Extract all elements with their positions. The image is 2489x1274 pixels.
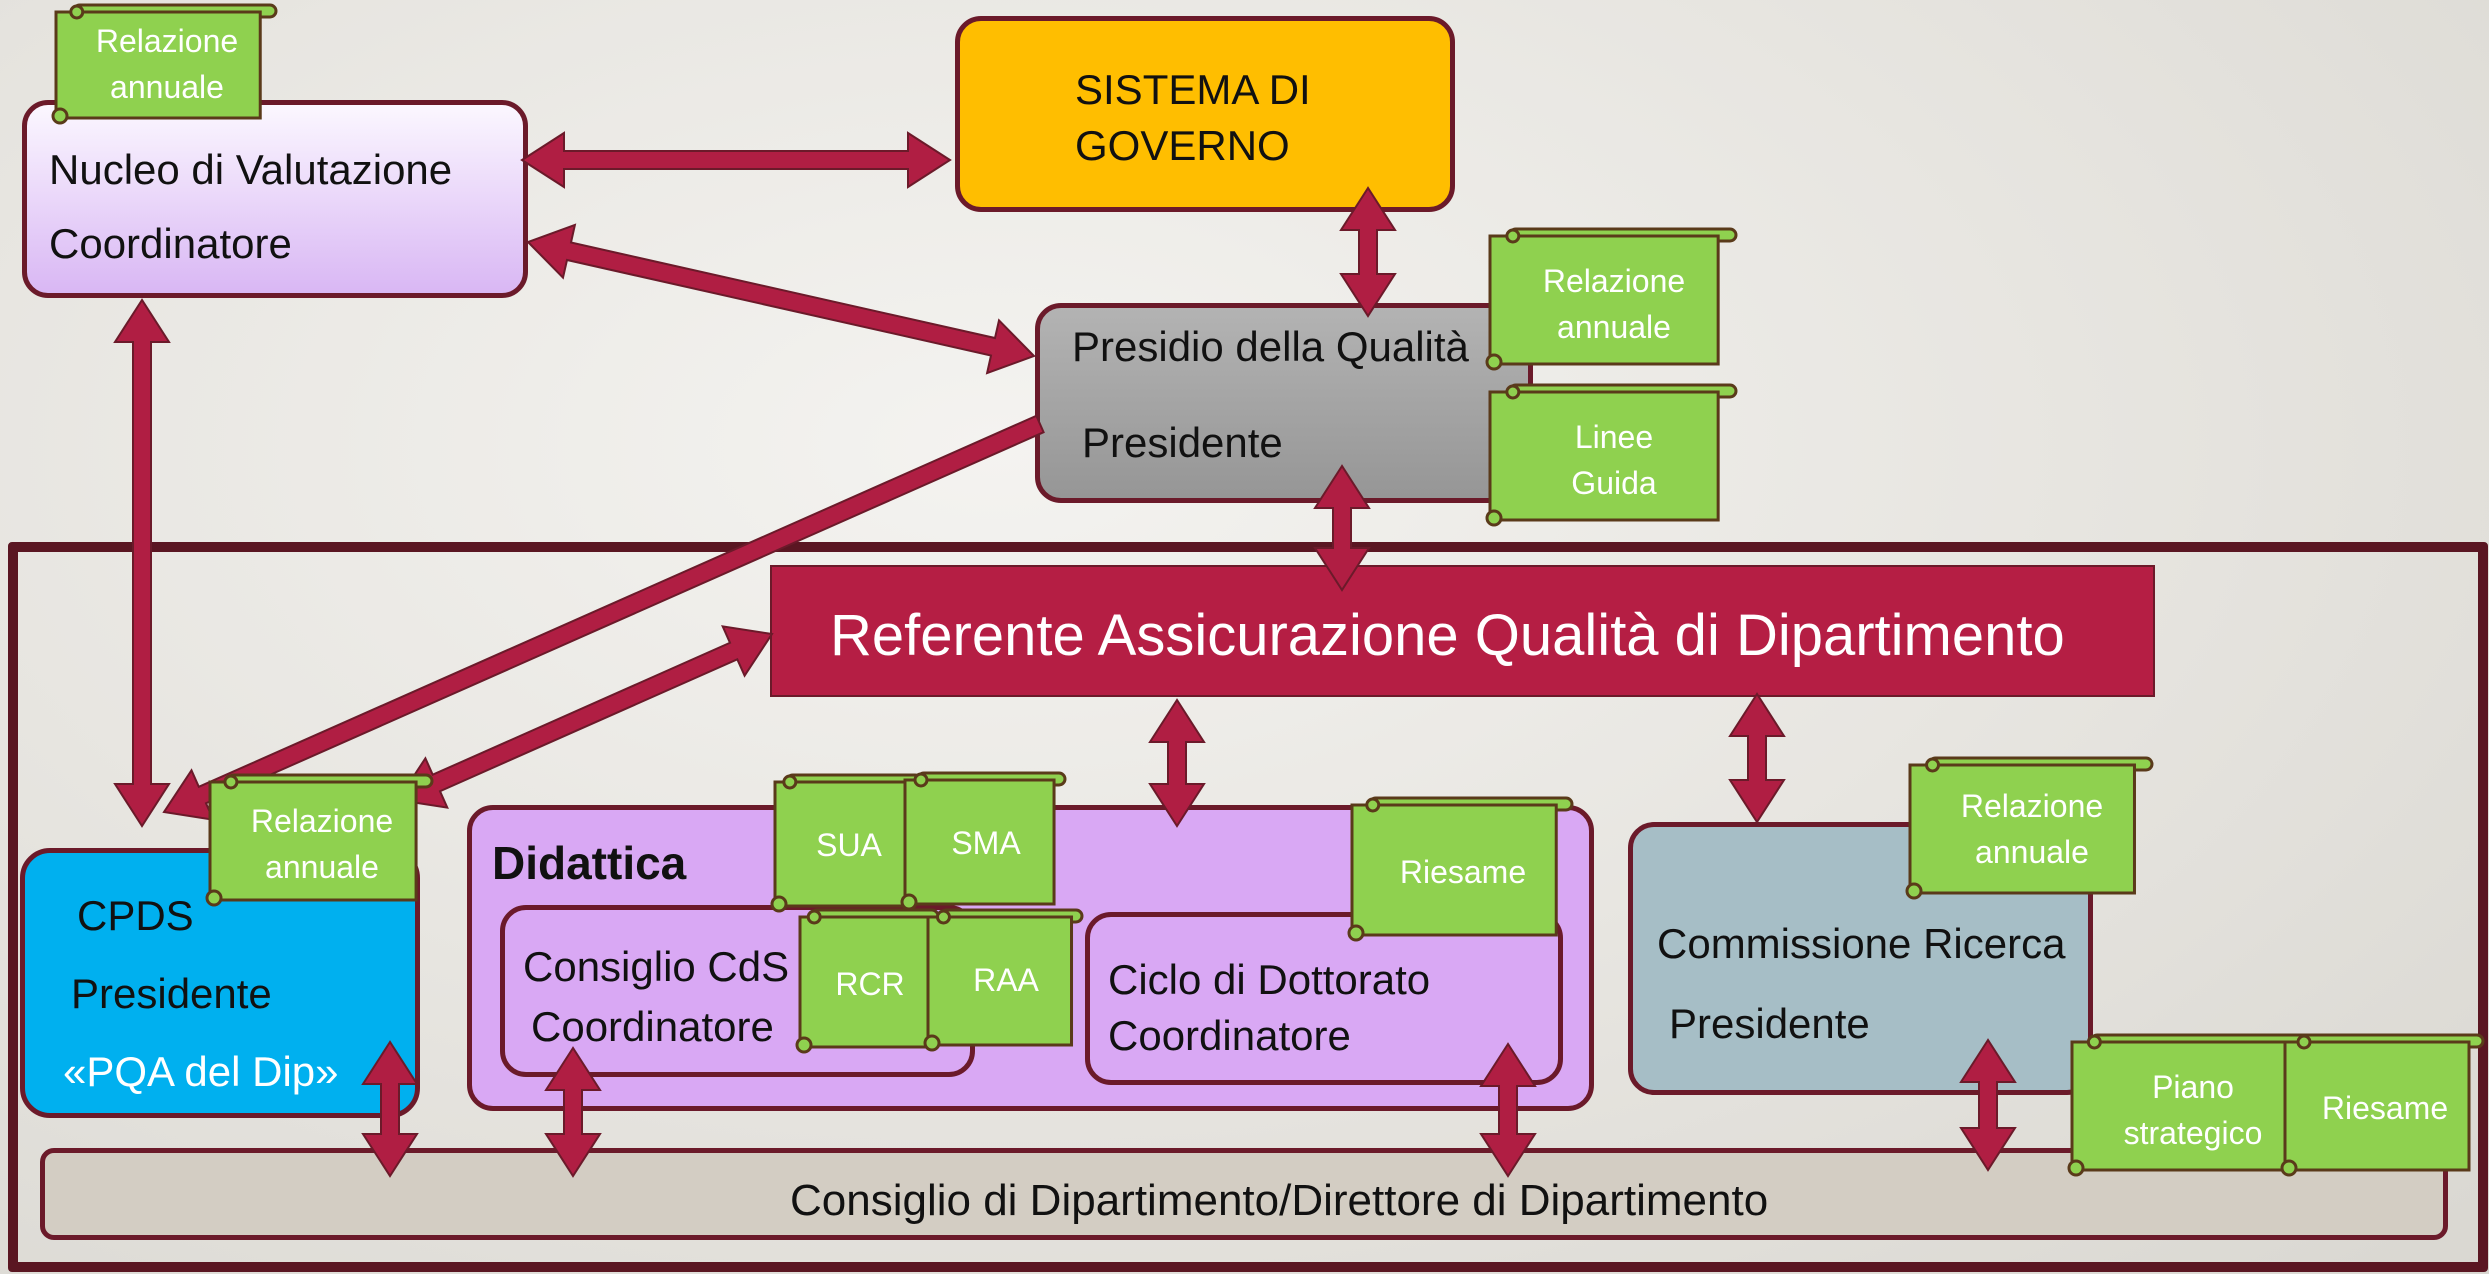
arrow-referente-didattica [1148, 698, 1206, 828]
scroll-icon [2280, 1033, 2485, 1177]
arrow-nucleo-presidio [526, 223, 1036, 375]
arrow-referente-ricerca [1728, 692, 1786, 824]
cpds-note: «PQA del Dip» [63, 1048, 339, 1095]
doc-rcr[interactable]: RCR [795, 905, 940, 1057]
doc-label: Riesame [1399, 854, 1527, 890]
consiglio-dipartimento-box[interactable]: Consiglio di Dipartimento/Direttore di D… [40, 1148, 2448, 1240]
arrow-dottorato-consiglio [1479, 1042, 1537, 1178]
ricerca-title: Commissione Ricerca [1657, 920, 2066, 967]
arrow-cds-consiglio [544, 1046, 602, 1178]
scroll-icon [205, 773, 434, 907]
cds-title: Consiglio CdS [523, 943, 790, 990]
scroll-icon [795, 908, 940, 1054]
didattica-title: Didattica [492, 837, 687, 889]
cpds-title: CPDS [77, 892, 194, 939]
doc-label: SMA [951, 825, 1021, 861]
sistema-governo-box[interactable]: SISTEMA DI GOVERNO [955, 16, 1455, 212]
doc-dottorato-riesame[interactable]: Riesame [1347, 793, 1574, 945]
scroll-icon [1485, 227, 1738, 371]
doc-label: SUA [816, 827, 882, 863]
doc-sma[interactable]: SMA [900, 768, 1067, 914]
doc-label: RCR [835, 966, 905, 1002]
scroll-icon [923, 908, 1084, 1052]
scroll-icon [900, 771, 1067, 911]
referente-aq-box[interactable]: Referente Assicurazione Qualità di Dipar… [770, 565, 2155, 697]
doc-raa[interactable]: RAA [923, 905, 1084, 1055]
scroll-icon [1347, 796, 1574, 942]
referente-title: Referente Assicurazione Qualità di Dipar… [830, 603, 2065, 668]
arrow-presidio-cpds [162, 414, 1045, 821]
presidio-role: Presidente [1082, 419, 1283, 466]
arrow-cpds-consiglio [361, 1040, 419, 1178]
cds-role: Coordinatore [531, 1003, 774, 1050]
ciclo-dottorato-box[interactable]: Ciclo di Dottorato Coordinatore [1085, 912, 1563, 1085]
doc-label: Riesame [2321, 1090, 2449, 1126]
ricerca-role: Presidente [1669, 1000, 1870, 1047]
arrow-ricerca-consiglio [1959, 1038, 2017, 1172]
arrow-nucleo-governo [520, 131, 952, 189]
arrow-governo-presidio [1339, 186, 1397, 318]
department-frame [8, 542, 2488, 1272]
scroll-icon [1485, 383, 1738, 527]
cpds-role: Presidente [71, 970, 272, 1017]
scroll-icon [1905, 756, 2154, 900]
doc-ricerca-riesame[interactable]: Riesame [2280, 1030, 2485, 1180]
nucleo-valutazione-box[interactable]: Nucleo di Valutazione Coordinatore [22, 100, 528, 298]
dottorato-title: Ciclo di Dottorato [1108, 956, 1431, 1003]
doc-label: RAA [973, 962, 1039, 998]
arrow-referente-cpds [396, 625, 774, 809]
presidio-title: Presidio della Qualità [1072, 323, 1469, 370]
arrow-presidio-referente [1313, 464, 1371, 592]
doc-sua[interactable]: SUA [770, 770, 923, 916]
arrow-nucleo-cpds [113, 298, 171, 828]
consiglio-title: Consiglio di Dipartimento/Direttore di D… [790, 1176, 1769, 1225]
governo-line1: SISTEMA DI [1075, 66, 1311, 113]
nucleo-title: Nucleo di Valutazione [49, 146, 453, 193]
governo-line2: GOVERNO [1075, 122, 1290, 169]
nucleo-role: Coordinatore [49, 220, 292, 267]
scroll-icon [51, 3, 278, 125]
scroll-icon [770, 773, 923, 913]
presidio-qualita-box[interactable]: Presidio della Qualità Presidente [1035, 303, 1533, 503]
dottorato-role: Coordinatore [1108, 1012, 1351, 1059]
